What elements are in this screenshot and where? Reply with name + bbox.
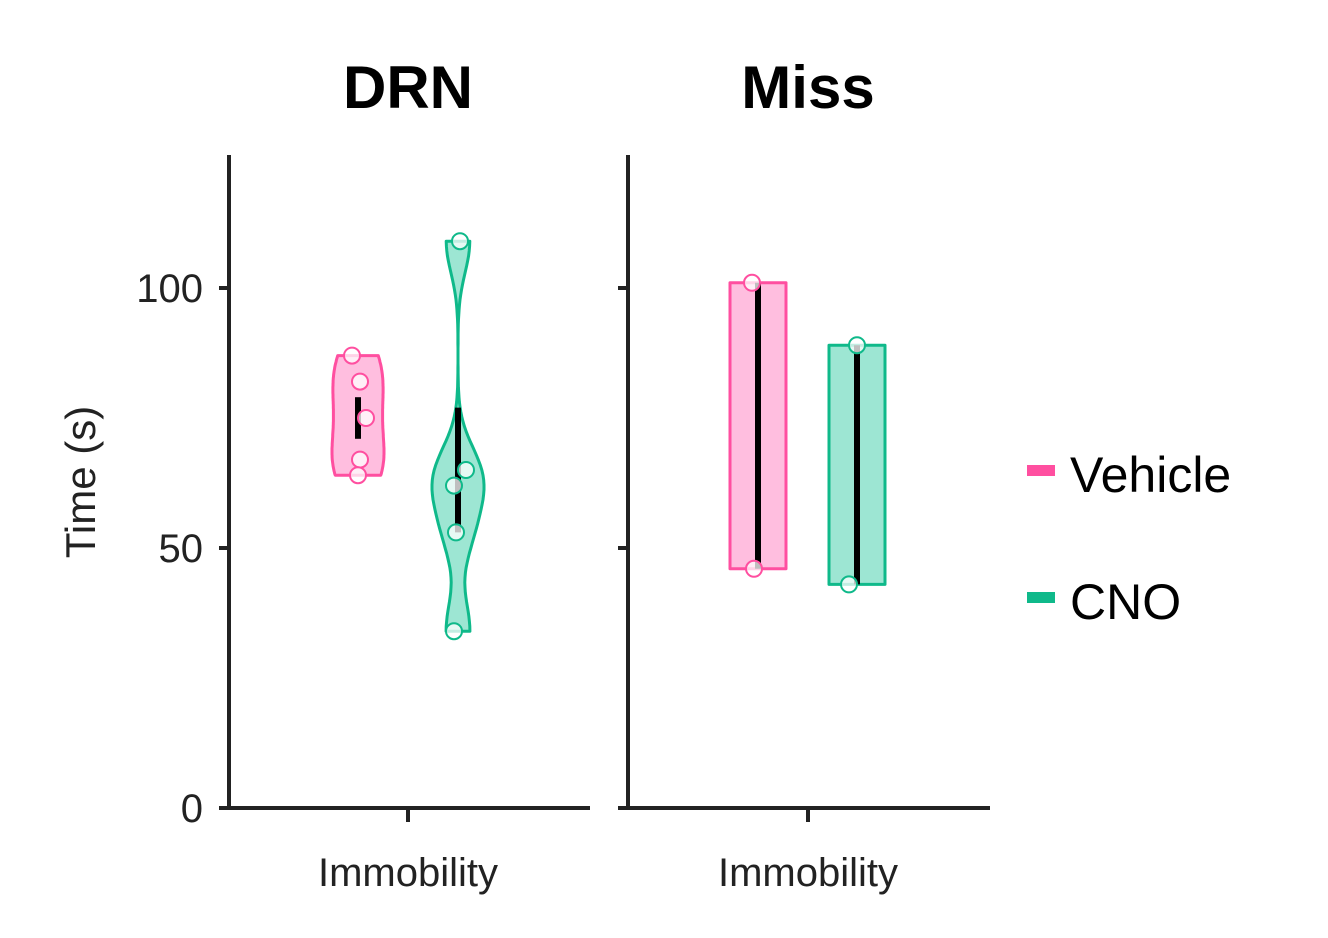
data-point bbox=[457, 461, 475, 479]
violin-cno bbox=[430, 232, 486, 641]
y-tick-label: 50 bbox=[159, 527, 204, 571]
data-point bbox=[351, 372, 369, 391]
y-axis-ticks: 0 50 100 bbox=[136, 267, 229, 831]
data-point bbox=[848, 336, 866, 355]
data-point bbox=[445, 476, 463, 495]
data-point bbox=[840, 575, 858, 594]
legend: Vehicle CNO bbox=[1027, 447, 1231, 630]
x-tick-label: Immobility bbox=[318, 851, 498, 895]
x-tick-label: Immobility bbox=[718, 851, 898, 895]
data-point bbox=[357, 409, 375, 427]
violin-vehicle bbox=[728, 273, 788, 578]
panel-title-miss: Miss bbox=[741, 54, 874, 121]
y-axis-title: Time (s) bbox=[57, 406, 104, 558]
panel-title-drn: DRN bbox=[343, 54, 473, 121]
violin-cno bbox=[827, 336, 887, 594]
data-point bbox=[451, 232, 469, 251]
data-point bbox=[349, 466, 367, 485]
panel-miss: Miss Immobility bbox=[618, 54, 990, 895]
y-tick-label: 100 bbox=[136, 267, 203, 311]
data-point bbox=[745, 559, 763, 578]
data-point bbox=[447, 523, 465, 542]
violin-vehicle bbox=[330, 346, 386, 485]
y-tick-label: 0 bbox=[181, 787, 203, 831]
legend-label-cno: CNO bbox=[1070, 574, 1181, 630]
legend-label-vehicle: Vehicle bbox=[1070, 447, 1231, 503]
data-point bbox=[743, 273, 761, 292]
legend-swatch-cno bbox=[1027, 592, 1055, 603]
data-point bbox=[445, 622, 463, 641]
panel-drn: DRN 0 50 100 Immobility bbox=[136, 54, 590, 895]
data-point bbox=[351, 450, 369, 469]
legend-swatch-vehicle bbox=[1027, 465, 1055, 476]
data-point bbox=[343, 346, 361, 365]
